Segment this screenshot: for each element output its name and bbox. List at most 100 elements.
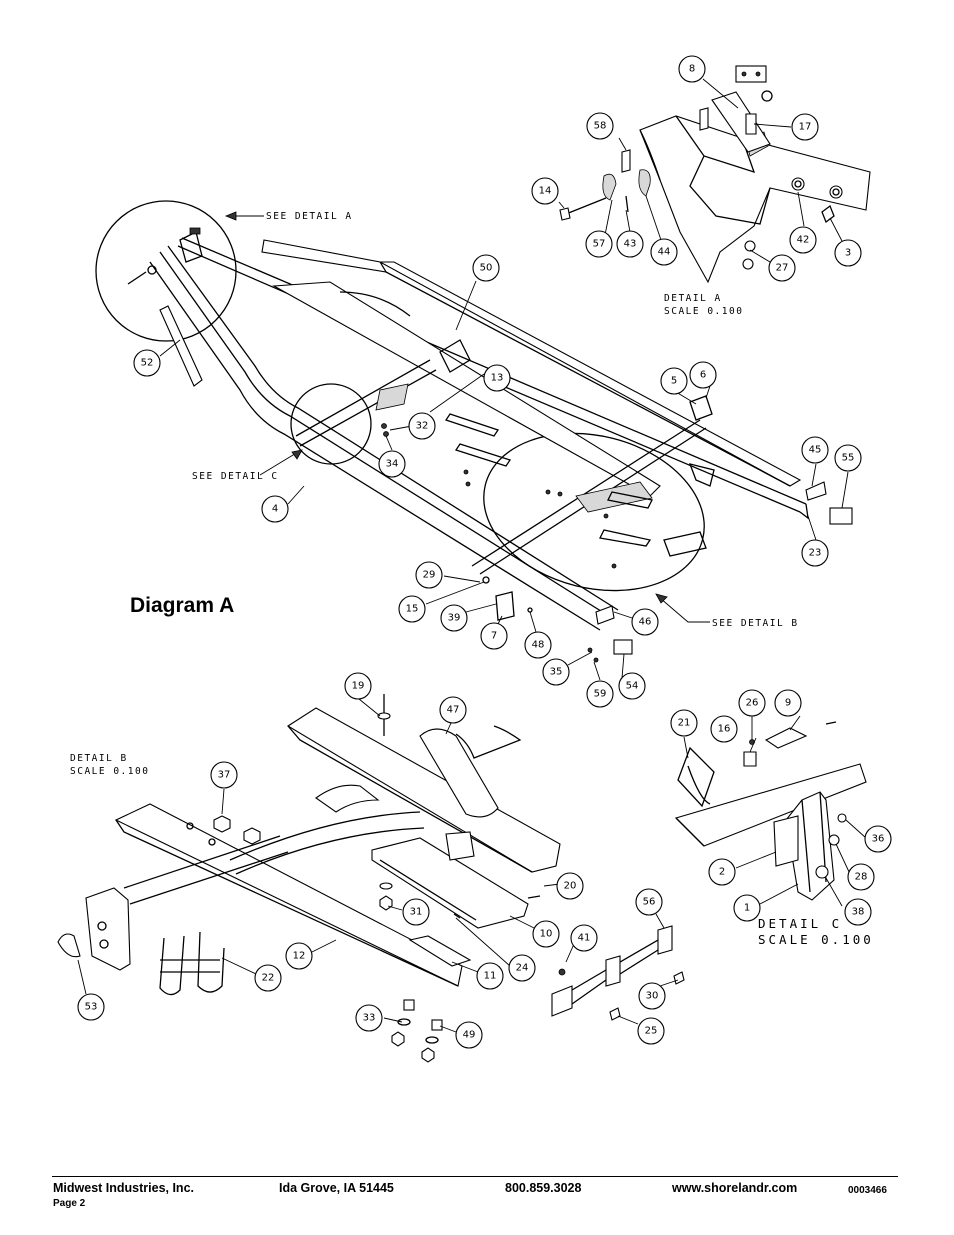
callout-28: 28 xyxy=(847,863,875,891)
callout-label: 28 xyxy=(855,872,868,883)
callout-5: 5 xyxy=(660,367,688,395)
callout-label: 54 xyxy=(626,681,639,692)
callout-35: 35 xyxy=(542,658,570,686)
callout-label: 41 xyxy=(578,933,591,944)
callout-50: 50 xyxy=(472,254,500,282)
detail-b-scale: SCALE 0.100 xyxy=(70,766,149,777)
callout-32: 32 xyxy=(408,412,436,440)
footer-divider xyxy=(52,1176,898,1177)
callout-label: 50 xyxy=(480,263,493,274)
callout-7: 7 xyxy=(480,622,508,650)
callout-1: 1 xyxy=(733,894,761,922)
callout-41: 41 xyxy=(570,924,598,952)
detail-b-title: DETAIL B xyxy=(70,753,128,764)
footer-page-number: Page 2 xyxy=(53,1198,86,1209)
footer-location: Ida Grove, IA 51445 xyxy=(279,1181,394,1195)
callout-33: 33 xyxy=(355,1004,383,1032)
footer-company: Midwest Industries, Inc. xyxy=(53,1181,194,1195)
callout-19: 19 xyxy=(344,672,372,700)
detail-b-drawing xyxy=(57,694,685,1063)
callout-label: 25 xyxy=(645,1026,658,1037)
callout-56: 56 xyxy=(635,888,663,916)
callout-31: 31 xyxy=(402,898,430,926)
callout-label: 37 xyxy=(218,770,231,781)
callout-label: 12 xyxy=(293,951,306,962)
callout-label: 55 xyxy=(842,453,855,464)
callout-label: 5 xyxy=(671,376,677,387)
callout-label: 52 xyxy=(141,358,154,369)
callout-label: 27 xyxy=(776,263,789,274)
callout-9: 9 xyxy=(774,689,802,717)
callout-57: 57 xyxy=(585,230,613,258)
detail-a-title: DETAIL A xyxy=(664,293,722,304)
callout-label: 3 xyxy=(845,248,851,259)
callout-46: 46 xyxy=(631,608,659,636)
callout-label: 35 xyxy=(550,667,563,678)
callout-30: 30 xyxy=(638,982,666,1010)
callout-label: 39 xyxy=(448,613,461,624)
callout-label: 19 xyxy=(352,681,365,692)
callout-label: 24 xyxy=(516,963,529,974)
callout-label: 11 xyxy=(484,971,497,982)
callout-14: 14 xyxy=(531,177,559,205)
callout-34: 34 xyxy=(378,450,406,478)
callout-6: 6 xyxy=(689,361,717,389)
detail-b-ellipse xyxy=(483,432,705,592)
callout-58: 58 xyxy=(586,112,614,140)
callout-label: 44 xyxy=(658,247,671,258)
callout-2: 2 xyxy=(708,858,736,886)
detail-c-title: DETAIL C xyxy=(758,916,842,931)
callout-12: 12 xyxy=(285,942,313,970)
callout-37: 37 xyxy=(210,761,238,789)
footer-website[interactable]: www.shorelandr.com xyxy=(672,1181,798,1195)
callout-53: 53 xyxy=(77,993,105,1021)
callout-label: 42 xyxy=(797,235,810,246)
see-detail-b-note: SEE DETAIL B xyxy=(712,618,799,629)
callout-label: 13 xyxy=(491,373,504,384)
callout-25: 25 xyxy=(637,1017,665,1045)
detail-c-circle xyxy=(290,383,372,465)
callout-label: 31 xyxy=(410,907,423,918)
detail-c-drawing xyxy=(674,721,867,901)
callout-52: 52 xyxy=(133,349,161,377)
callout-54: 54 xyxy=(618,672,646,700)
callout-label: 2 xyxy=(719,867,725,878)
callout-15: 15 xyxy=(398,595,426,623)
diagram-title: Diagram A xyxy=(130,594,235,617)
callout-label: 47 xyxy=(447,705,460,716)
callout-20: 20 xyxy=(556,872,584,900)
callout-label: 16 xyxy=(718,724,731,735)
callout-label: 23 xyxy=(809,548,822,559)
callout-label: 14 xyxy=(539,186,552,197)
bunk-board-50 xyxy=(379,261,802,487)
callout-label: 43 xyxy=(624,239,637,250)
callout-42: 42 xyxy=(789,226,817,254)
footer-document-code: 0003466 xyxy=(848,1185,887,1196)
detail-a-scale: SCALE 0.100 xyxy=(664,306,743,317)
callout-label: 30 xyxy=(646,991,659,1002)
callout-bubbles: 8 58 17 14 57 43 44 27 42 3 50 52 13 5 6… xyxy=(77,55,892,1049)
callout-label: 15 xyxy=(406,604,419,615)
callout-label: 53 xyxy=(85,1002,98,1013)
callout-47: 47 xyxy=(439,696,467,724)
callout-label: 32 xyxy=(416,421,429,432)
see-detail-a-note: SEE DETAIL A xyxy=(266,211,353,222)
callout-29: 29 xyxy=(415,561,443,589)
main-frame-assembly xyxy=(95,200,853,663)
callout-22: 22 xyxy=(254,964,282,992)
callout-label: 36 xyxy=(872,834,885,845)
callout-label: 4 xyxy=(272,504,278,515)
callout-38: 38 xyxy=(844,898,872,926)
callout-13: 13 xyxy=(483,364,511,392)
callout-label: 48 xyxy=(532,640,545,651)
callout-label: 46 xyxy=(639,617,652,628)
frame-rail-left xyxy=(159,245,619,619)
callout-label: 57 xyxy=(593,239,606,250)
callout-4: 4 xyxy=(261,495,289,523)
callout-label: 10 xyxy=(540,929,553,940)
callout-label: 26 xyxy=(746,698,759,709)
callout-label: 22 xyxy=(262,973,275,984)
callout-label: 45 xyxy=(809,445,822,456)
bunk-board-inner xyxy=(272,281,661,497)
